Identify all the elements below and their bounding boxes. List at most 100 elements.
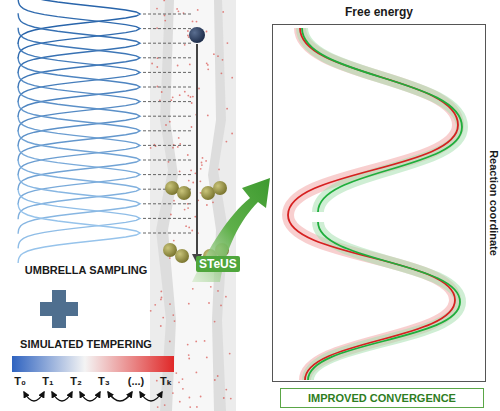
solvent-dot <box>172 96 174 98</box>
solvent-dot <box>176 8 178 10</box>
solvent-dot <box>229 353 231 355</box>
solvent-dot <box>179 94 181 96</box>
solvent-dot <box>223 397 225 399</box>
solvent-dot <box>222 59 224 61</box>
solvent-dot <box>170 214 172 216</box>
solvent-dot <box>231 77 233 79</box>
solvent-dot <box>156 8 158 10</box>
solvent-dot <box>217 375 219 377</box>
umbrella-window <box>18 130 140 190</box>
solvent-dot <box>187 95 189 97</box>
solvent-dot <box>185 225 187 227</box>
solvent-dot <box>200 180 202 182</box>
solvent-dot <box>222 11 224 13</box>
channel-pore <box>168 0 216 411</box>
solvent-dot <box>198 88 200 90</box>
umbrella-window <box>18 72 140 132</box>
solvent-dot <box>161 91 163 93</box>
umbrella-window <box>18 115 140 175</box>
umbrella-window <box>18 203 140 263</box>
umbrella-window <box>18 86 140 146</box>
free-energy-curves <box>288 28 462 380</box>
window-guide <box>143 203 192 204</box>
solvent-dot <box>197 9 199 11</box>
solvent-dot <box>169 257 171 259</box>
solvent-dot <box>192 182 194 184</box>
solvent-dot <box>164 404 166 406</box>
method-name: STeUS <box>196 256 240 272</box>
solvent-dot <box>195 341 197 343</box>
solvent-dot <box>178 137 180 139</box>
solvent-dot <box>200 396 202 398</box>
solvent-dot <box>189 64 191 66</box>
temperature-label: T₂ <box>70 375 82 387</box>
solvent-dot <box>231 133 233 135</box>
solvent-dot <box>184 91 186 93</box>
window-guide <box>143 160 192 161</box>
section-label: SIMULATED TEMPERING <box>20 338 152 350</box>
solvent-dot <box>225 389 227 391</box>
solvent-dot <box>212 201 214 203</box>
solvent-dot <box>226 108 228 110</box>
solvent-dot <box>179 143 181 145</box>
solvent-dot <box>156 380 158 382</box>
solvent-dot <box>165 124 167 126</box>
section-label: UMBRELLA SAMPLING <box>25 264 147 276</box>
window-guide <box>143 101 192 102</box>
solvent-dot <box>205 160 207 162</box>
solvent-dot <box>188 180 190 182</box>
solvent-dots <box>150 0 233 408</box>
axis-label: Reaction coordinate <box>488 150 500 256</box>
solvent-dot <box>179 401 181 403</box>
umbrella-windows <box>18 0 192 263</box>
window-guide <box>143 218 192 219</box>
plot-frame: Free energyReaction coordinate <box>272 24 486 382</box>
temperature-bar <box>12 356 174 372</box>
solvent-dot <box>175 372 177 374</box>
plot-title: Free energy <box>345 5 413 19</box>
umbrella-window <box>18 159 140 219</box>
solvent-dot <box>160 325 162 327</box>
solvent-dot <box>207 68 209 70</box>
solvent-dot <box>177 65 179 67</box>
solvent-dot <box>187 35 189 37</box>
solvent-dot <box>188 358 190 360</box>
window-guide <box>143 43 192 44</box>
solvent-dot <box>161 297 163 299</box>
solvent-dot <box>204 340 206 342</box>
solvent-dot <box>173 200 175 202</box>
solvent-dot <box>187 344 189 346</box>
solvent-dot <box>218 169 220 171</box>
window-guide <box>143 174 192 175</box>
solvent-dot <box>201 164 203 166</box>
exchange-arrow <box>52 392 72 401</box>
solvent-dot <box>169 121 171 123</box>
temperature-label: Tₖ <box>160 375 172 388</box>
solvent-dot <box>169 341 171 343</box>
temperature-label: T₃ <box>98 375 110 387</box>
temperature-label: (...) <box>128 375 145 387</box>
solvent-dot <box>225 296 227 298</box>
solvent-dot <box>191 102 193 104</box>
solvent-dot <box>191 230 193 232</box>
solvent-dot <box>188 354 190 356</box>
solvent-dot <box>192 21 194 23</box>
solvent-dot <box>196 406 198 408</box>
exchange-arrow <box>140 392 162 401</box>
umbrella-window <box>18 145 140 205</box>
solvent-dot <box>187 30 189 32</box>
solvent-dot <box>164 15 166 17</box>
solvent-dot <box>227 42 229 44</box>
solvent-dot <box>201 162 203 164</box>
solvent-dot <box>221 72 223 74</box>
solvent-dot <box>200 168 202 170</box>
exchange-arrow <box>80 392 100 401</box>
solvent-dot <box>188 303 190 305</box>
solvent-dot <box>217 55 219 57</box>
solvent-dot <box>150 310 152 312</box>
solvent-dot <box>196 372 198 374</box>
solvent-dot <box>179 171 181 173</box>
solvent-dot <box>226 141 228 143</box>
ion <box>189 27 205 43</box>
window-guide <box>143 116 192 117</box>
